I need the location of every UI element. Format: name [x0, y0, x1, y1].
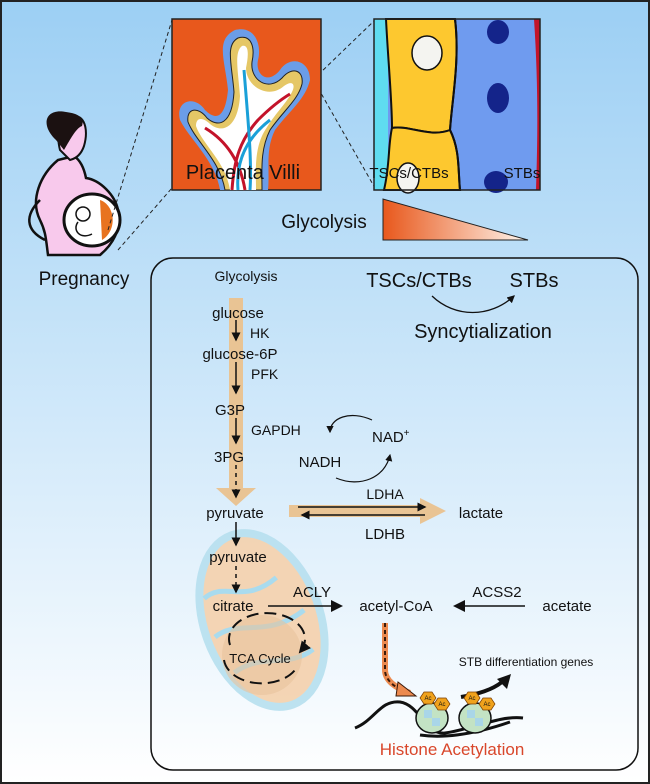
ldhb-enzyme-label: LDHB — [365, 526, 405, 543]
ac-label: Ac — [424, 696, 431, 702]
tca-cycle-label: TCA Cycle — [229, 651, 290, 666]
acss2-enzyme-label: ACSS2 — [472, 584, 521, 601]
syncytialization-arrow — [431, 295, 515, 314]
nadh-label: NADH — [299, 454, 342, 471]
citrate-label: citrate — [213, 598, 254, 615]
placenta-villi-illustration — [171, 18, 322, 191]
pregnant-woman-illustration — [28, 111, 122, 257]
lactate-label: lactate — [459, 505, 503, 522]
glycolysis-gradient-triangle — [382, 198, 529, 241]
nadh-arrow — [335, 453, 393, 483]
ac-label: Ac — [468, 696, 475, 702]
pfk-enzyme-label: PFK — [251, 366, 279, 382]
nad-arrow — [326, 415, 373, 434]
gapdh-enzyme-label: GAPDH — [251, 422, 301, 438]
nad-label: NAD+ — [372, 428, 410, 446]
tca-cycle-arc — [223, 659, 296, 685]
glucose-label: glucose — [212, 305, 264, 322]
ldha-enzyme-label: LDHA — [366, 486, 404, 502]
acetyl-coa-label: acetyl-CoA — [359, 598, 432, 615]
placenta-villi-label: Placenta Villi — [186, 162, 300, 184]
stb-genes-label: STB differentiation genes — [459, 655, 594, 669]
glucose-6p-label: glucose-6P — [202, 346, 277, 363]
glycolysis-title: Glycolysis — [214, 268, 277, 284]
hk-enzyme-label: HK — [250, 325, 270, 341]
acly-enzyme-label: ACLY — [293, 584, 331, 601]
pathway-panel — [150, 257, 639, 771]
g3p-label: G3P — [215, 402, 245, 419]
glycolysis-flux-band — [216, 298, 256, 506]
ldha-flux-band — [289, 498, 446, 524]
tscs-ctbs-label: TSCs/CTBs — [366, 270, 472, 292]
acetylation-arrowhead — [395, 681, 418, 697]
pregnancy-label: Pregnancy — [39, 269, 130, 290]
histone-acetylation-label: Histone Acetylation — [380, 740, 525, 759]
glycolysis-gradient-label: Glycolysis — [281, 212, 367, 233]
nucleosomes-illustration — [354, 700, 524, 738]
stbs-label-top: STBs — [504, 165, 541, 182]
trophoblast-cells-illustration — [373, 18, 541, 194]
tca-cycle-area — [222, 615, 302, 695]
tscs-ctbs-label-top: TSCs/CTBs — [369, 165, 448, 182]
zoom-lines — [107, 19, 376, 251]
ac-label: Ac — [483, 702, 490, 708]
ac-label: Ac — [438, 702, 445, 708]
stbs-label: STBs — [510, 270, 559, 292]
pyruvate-label: pyruvate — [206, 505, 264, 522]
mito-pyruvate-label: pyruvate — [209, 549, 267, 566]
acetyl-marks: Ac Ac Ac Ac — [419, 691, 496, 711]
acetate-label: acetate — [542, 598, 591, 615]
tca-cycle-arrow — [228, 612, 312, 654]
3pg-label: 3PG — [214, 449, 244, 466]
syncytialization-label: Syncytialization — [414, 321, 552, 343]
gene-activation-arrowhead — [497, 674, 511, 689]
